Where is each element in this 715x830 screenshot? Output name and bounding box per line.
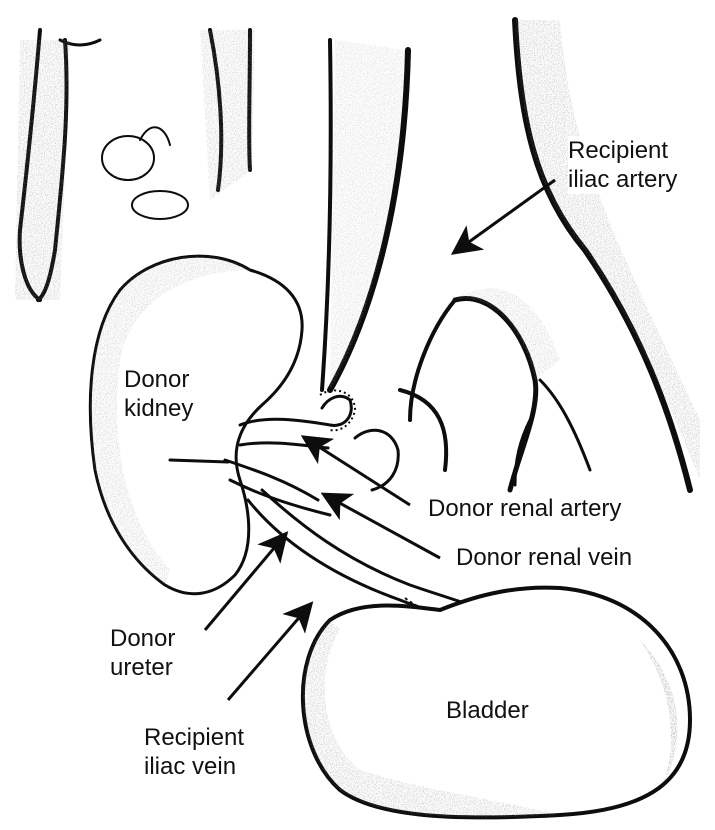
label-donor-ureter: Donor ureter [110, 624, 175, 682]
label-text: Donor renal artery [428, 495, 621, 522]
label-text: Bladder [446, 697, 529, 724]
arrow-recipient-iliac-vein [228, 605, 310, 700]
donor-kidney [90, 256, 302, 594]
label-donor-renal-vein: Donor renal vein [456, 543, 632, 572]
label-line: Donor [124, 365, 193, 394]
label-line: iliac artery [568, 165, 677, 194]
label-line: ureter [110, 653, 175, 682]
label-line: kidney [124, 394, 193, 423]
label-text: Donor renal vein [456, 544, 632, 571]
label-line: Recipient [568, 136, 677, 165]
label-recipient-iliac-artery: Recipient iliac artery [568, 136, 677, 194]
label-line: iliac vein [144, 752, 244, 781]
arrow-recipient-iliac-artery [455, 180, 555, 252]
arrow-donor-renal-vein [325, 495, 440, 558]
label-bladder: Bladder [446, 696, 529, 725]
label-donor-kidney: Donor kidney [124, 365, 193, 423]
label-donor-renal-artery: Donor renal artery [428, 494, 621, 523]
label-line: Recipient [144, 723, 244, 752]
label-line: Donor [110, 624, 175, 653]
label-recipient-iliac-vein: Recipient iliac vein [144, 723, 244, 781]
